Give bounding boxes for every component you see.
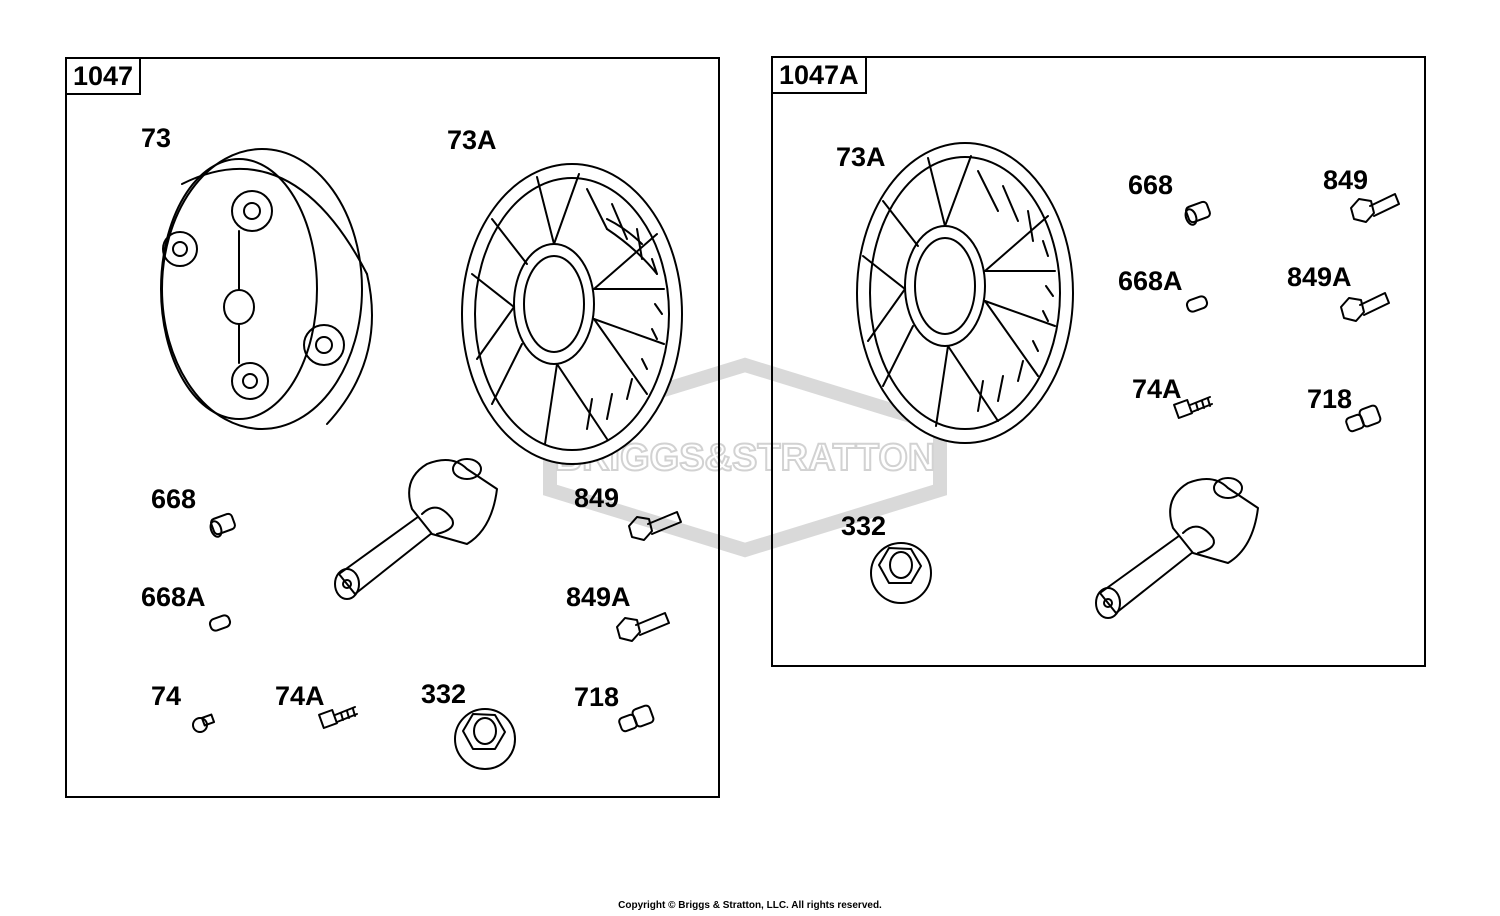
copyright-notice: Copyright © Briggs & Stratton, LLC. All …: [618, 900, 882, 911]
pin-668A-drawing: [208, 614, 232, 632]
screw-74A-drawing: [1173, 396, 1213, 419]
shaft-assembly-drawing: [334, 458, 498, 600]
label-73A: 73A: [447, 125, 497, 155]
panel-1047A: 1047A 73A 668 849 668A 849A 74A 718 332: [771, 56, 1426, 667]
label-718: 718: [574, 682, 620, 712]
label-332: 332: [421, 679, 467, 709]
panel-1047A-artwork: [856, 142, 1400, 619]
label-73A: 73A: [836, 142, 886, 172]
panel-1047: 1047 73 73A 668 849 668A 849A 74 74A 332…: [65, 57, 720, 798]
pin-668A-drawing: [1185, 295, 1209, 313]
label-74A: 74A: [1132, 374, 1182, 404]
label-73: 73: [141, 123, 172, 153]
screw-668-drawing: [209, 512, 236, 538]
stud-718-drawing: [1345, 404, 1382, 433]
bolt-849A-drawing: [1340, 292, 1390, 322]
label-74: 74: [151, 681, 182, 711]
label-668A: 668A: [1118, 266, 1183, 296]
fastener-74-drawing: [192, 713, 216, 733]
label-668A: 668A: [141, 582, 206, 612]
label-74A: 74A: [275, 681, 325, 711]
bolt-849-drawing: [628, 511, 682, 541]
screw-74A-drawing: [318, 706, 358, 729]
label-718: 718: [1307, 384, 1353, 414]
grille-73A-drawing: [856, 142, 1074, 444]
label-849: 849: [1323, 165, 1369, 195]
cover-73-drawing: [160, 148, 373, 430]
shaft-assembly-drawing: [1095, 477, 1259, 619]
nut-332-drawing: [870, 542, 932, 604]
label-668: 668: [151, 484, 197, 514]
panel-id-1047: 1047: [65, 57, 142, 95]
label-849A: 849A: [1287, 262, 1352, 292]
label-849A: 849A: [566, 582, 631, 612]
stud-718-drawing: [618, 704, 655, 733]
bolt-849A-drawing: [616, 612, 670, 642]
grille-73A-drawing: [461, 163, 683, 465]
label-849: 849: [574, 483, 620, 513]
panel-id-1047A: 1047A: [771, 56, 867, 94]
label-668: 668: [1128, 170, 1174, 200]
screw-668-drawing: [1184, 200, 1211, 226]
bolt-849-drawing: [1350, 193, 1400, 223]
label-332: 332: [841, 511, 887, 541]
panel-1047-artwork: [160, 148, 683, 770]
nut-332-drawing: [454, 708, 516, 770]
